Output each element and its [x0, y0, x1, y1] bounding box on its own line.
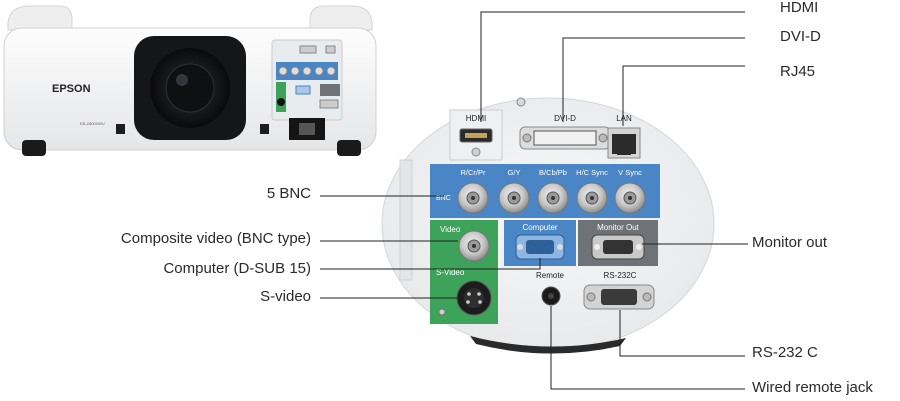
callout-computer: Computer (D-SUB 15): [163, 260, 311, 277]
bnc-label-3: B/Cb/Pb: [539, 168, 567, 177]
hdmi-port-label: HDMI: [466, 114, 486, 123]
callout-rs232: RS-232 C: [752, 344, 818, 361]
bnc-label-1: R/Cr/Pr: [461, 168, 487, 177]
bnc-label-4: H/C Sync: [576, 168, 608, 177]
computer-leader: [320, 258, 541, 270]
callout-dvi: DVI-D: [780, 28, 821, 45]
rj45-leader: [622, 65, 745, 126]
callout-svideo: S-video: [260, 288, 311, 305]
remote-leader: [550, 306, 745, 390]
bnc-label-2: G/Y: [508, 168, 521, 177]
callout-rj45: RJ45: [780, 63, 816, 80]
monitor-out-port-label: Monitor Out: [597, 223, 640, 232]
projector-illustration: EPSON EB-Z8000WU: [3, 5, 377, 156]
callout-monitor-out: Monitor out: [752, 234, 828, 251]
remote-port-label: Remote: [536, 271, 565, 280]
callout-hdmi: HDMI: [780, 0, 819, 16]
computer-port-label: Computer: [522, 223, 557, 232]
leader-lines: [320, 11, 748, 390]
rs232-port-label: RS-232C: [604, 271, 637, 280]
callout-bnc5: 5 BNC: [266, 185, 311, 202]
lan-port-label: LAN: [616, 114, 632, 123]
bnc-side-label: BNC: [436, 195, 451, 202]
callout-remote: Wired remote jack: [752, 379, 873, 396]
video-port-label: Video: [440, 225, 461, 234]
bnc-connectors: [457, 182, 646, 214]
bnc-label-5: V Sync: [618, 168, 642, 177]
projector-brand-text: EPSON: [52, 83, 91, 95]
callout-composite: Composite video (BNC type): [120, 230, 311, 247]
rs232-leader: [619, 310, 745, 357]
svideo-port-label: S-Video: [436, 268, 465, 277]
hdmi-leader: [480, 11, 745, 122]
connector-panel-zoom: HDMI DVI-D LAN BNC R/Cr/Pr G/Y B/Cb/Pb H…: [381, 97, 715, 354]
projector-model-text: EB-Z8000WU: [80, 121, 105, 126]
dvi-leader: [562, 37, 745, 122]
dvi-port-label: DVI-D: [554, 114, 576, 123]
